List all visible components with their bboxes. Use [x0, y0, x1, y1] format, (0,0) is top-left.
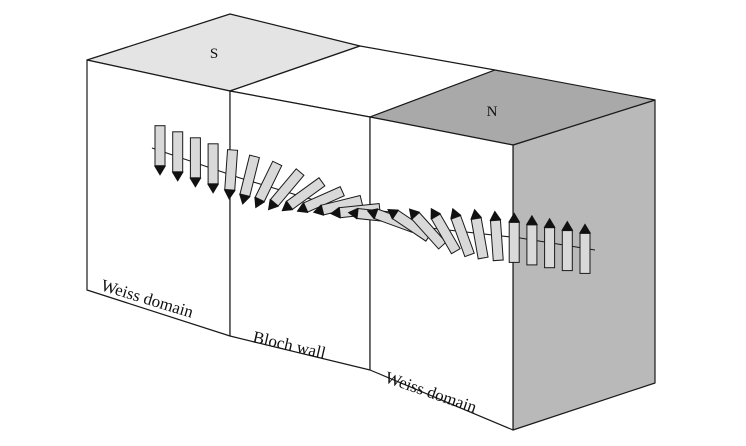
spin-arrow-shaft [508, 221, 520, 263]
spin-arrow-head [543, 217, 556, 228]
spin-arrow-shaft [526, 224, 538, 266]
spin-arrow-shaft [269, 168, 305, 207]
spin-arrow-head [189, 177, 202, 188]
spin-arrow [223, 149, 239, 200]
spin-arrows [154, 125, 591, 274]
spin-arrow-head [489, 210, 502, 221]
spin-arrow-shaft [544, 227, 556, 269]
spin-arrow [154, 125, 166, 176]
spin-arrow-shaft [579, 232, 591, 274]
spin-arrow-head [347, 207, 359, 220]
spin-arrow-head [366, 208, 379, 220]
spin-arrow [312, 194, 364, 216]
spin-arrow [281, 177, 326, 212]
spin-arrow-head [329, 206, 341, 219]
spin-arrow-head [239, 193, 251, 205]
spin-arrow-shaft [561, 230, 573, 272]
spin-arrow [254, 160, 283, 209]
spin-arrow-shaft [154, 125, 166, 167]
spin-arrow [470, 208, 489, 260]
spin-arrow-shaft [189, 137, 201, 179]
spin-arrow-shaft [470, 217, 489, 260]
spin-arrow-head [470, 208, 483, 220]
spin-arrow [239, 154, 261, 205]
spin-arrow-head [387, 209, 399, 220]
spin-arrow-head [281, 200, 294, 212]
spin-arrow [267, 168, 305, 211]
front-face-bloch-wall [229, 90, 371, 371]
spin-arrow [171, 131, 184, 182]
south-pole-label: S [210, 46, 218, 62]
front-face-right-domain [369, 116, 514, 431]
spin-arrow-head [254, 196, 266, 209]
spin-arrow-head [154, 165, 166, 176]
spin-arrow-head [561, 220, 574, 231]
spin-arrow-head [207, 183, 220, 194]
spin-arrow-shaft [207, 143, 219, 185]
spin-arrow [189, 137, 202, 188]
spin-arrow-shaft [450, 214, 475, 258]
spin-arrow-shaft [285, 177, 326, 211]
spin-arrow-head [267, 198, 279, 211]
spin-arrow-shaft [224, 149, 239, 191]
spin-arrow-head [223, 189, 236, 200]
spin-arrow-head [579, 223, 591, 234]
spin-arrow-head [450, 207, 462, 220]
spin-arrow-shaft [172, 131, 184, 173]
spin-arrow [525, 214, 538, 266]
spin-arrow [430, 207, 461, 255]
spin-arrow [207, 143, 220, 194]
spin-arrow [579, 223, 591, 274]
spin-arrow [450, 207, 475, 258]
spin-arrow [543, 217, 556, 269]
spin-arrow [508, 212, 521, 263]
spin-arrow [489, 210, 504, 262]
spin-arrow-head [171, 171, 184, 182]
spin-arrow-head [525, 214, 538, 225]
spin-arrow-head [312, 204, 324, 216]
spin-arrow-shaft [411, 211, 447, 250]
spin-arrow-head [296, 202, 309, 213]
spin-arrow-head [430, 207, 441, 220]
spin-arrow [408, 208, 447, 250]
spin-arrow-head [408, 208, 421, 220]
north-pole-label: N [487, 104, 498, 120]
spin-arrow [561, 220, 574, 272]
spin-arrow-head [508, 212, 521, 223]
spin-arrow-shaft [489, 219, 504, 262]
spin-arrow-shaft [254, 160, 283, 203]
